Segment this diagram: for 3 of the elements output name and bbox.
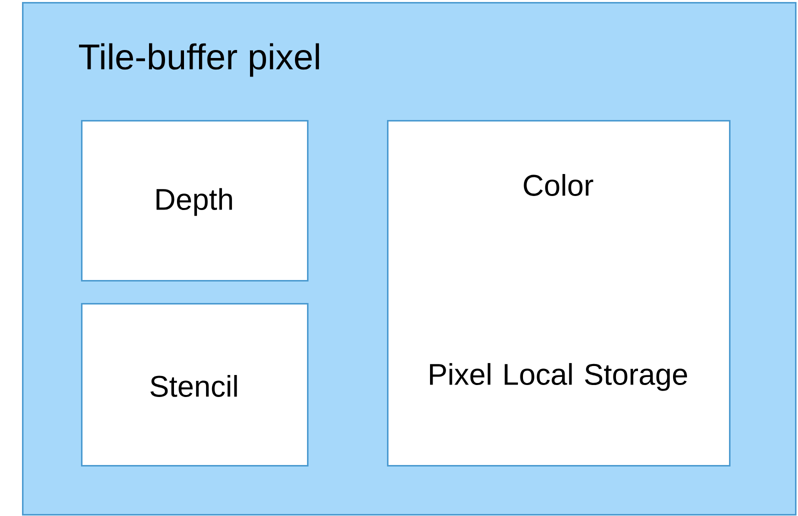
depth-box: Depth <box>81 120 308 282</box>
storage-box: Color Pixel Local Storage <box>387 120 730 466</box>
stencil-box: Stencil <box>81 303 308 466</box>
